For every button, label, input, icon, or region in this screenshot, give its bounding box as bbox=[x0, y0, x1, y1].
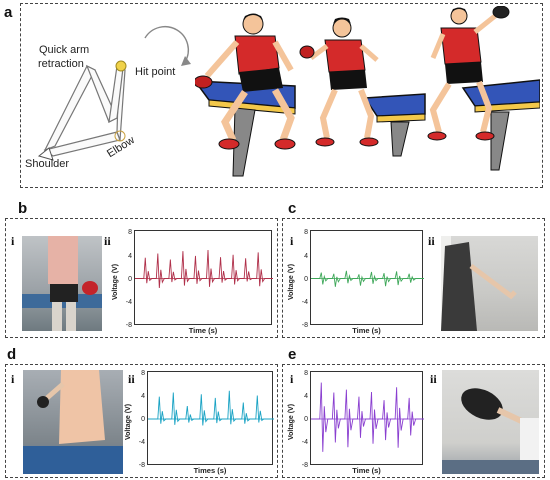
chart-c-ytick-4: -8 bbox=[301, 322, 308, 329]
panel-label-d: d bbox=[7, 346, 17, 363]
chart-d-ytick-1: 4 bbox=[141, 393, 145, 400]
panel-b-box bbox=[5, 218, 278, 338]
arm-diagram: Quick arm retraction Hit point Elbow Sho… bbox=[25, 10, 210, 185]
label-quick-arm: Quick arm bbox=[39, 44, 90, 56]
chart-d-svg bbox=[148, 390, 274, 426]
chart-c-signal-line bbox=[311, 270, 424, 287]
panel-d-sub-i: i bbox=[11, 372, 15, 386]
chart-c-ytick-0: 8 bbox=[304, 229, 308, 236]
chart-e-ytick-3: -4 bbox=[301, 439, 308, 446]
panel-c-sub-i: i bbox=[290, 234, 294, 248]
chart-e-svg bbox=[311, 382, 424, 452]
chart-b-xlabel: Time (s) bbox=[188, 326, 218, 335]
chart-e-ytick-0: 8 bbox=[304, 370, 308, 377]
panel-b-photo bbox=[22, 236, 102, 331]
panel-d-photo bbox=[23, 370, 123, 474]
chart-c bbox=[310, 230, 424, 325]
chart-b-signal-line bbox=[135, 249, 273, 289]
chart-b-ytick-2: 0 bbox=[128, 276, 132, 283]
panel-label-a: a bbox=[4, 4, 13, 21]
panel-label-c: c bbox=[288, 200, 297, 217]
chart-e bbox=[310, 371, 424, 465]
chart-e-ytick-1: 4 bbox=[304, 393, 308, 400]
chart-b-svg bbox=[135, 249, 273, 289]
panel-label-b: b bbox=[18, 200, 28, 217]
chart-e-ytick-4: -8 bbox=[301, 462, 308, 469]
chart-d-xlabel: Times (s) bbox=[193, 466, 227, 475]
chart-e-ytick-2: 0 bbox=[304, 416, 308, 423]
panel-c-photo bbox=[441, 236, 538, 331]
chart-d-ytick-0: 8 bbox=[141, 370, 145, 377]
panel-a-box bbox=[20, 3, 543, 188]
chart-c-ytick-1: 4 bbox=[304, 253, 308, 260]
label-shoulder: Shoulder bbox=[25, 158, 70, 170]
chart-b-ytick-1: 4 bbox=[128, 253, 132, 260]
panel-e-box bbox=[282, 364, 545, 478]
panel-d-sub-ii: ii bbox=[128, 372, 135, 386]
chart-b-ytick-4: -8 bbox=[125, 322, 132, 329]
chart-d bbox=[147, 371, 274, 465]
label-hit-point: Hit point bbox=[135, 66, 176, 78]
panel-e-photo bbox=[442, 370, 539, 474]
player-1 bbox=[195, 13, 296, 177]
chart-d-ytick-3: -4 bbox=[138, 439, 145, 446]
players-svg bbox=[195, 6, 540, 177]
chart-b-ytick-0: 8 bbox=[128, 229, 132, 236]
player-illustrations bbox=[195, 6, 540, 186]
panel-label-e: e bbox=[288, 346, 297, 363]
player-3 bbox=[427, 6, 540, 171]
panel-e-sub-i: i bbox=[290, 372, 294, 386]
panel-e-sub-ii: ii bbox=[430, 372, 437, 386]
panel-d-box bbox=[5, 364, 278, 478]
panel-c-box bbox=[282, 218, 545, 338]
chart-e-signal-line bbox=[311, 382, 424, 452]
chart-c-xlabel: Time (s) bbox=[352, 326, 381, 335]
panel-b-sub-ii: ii bbox=[104, 234, 111, 248]
chart-c-ytick-3: -4 bbox=[301, 299, 308, 306]
chart-c-ytick-2: 0 bbox=[304, 276, 308, 283]
chart-d-signal-line bbox=[148, 390, 274, 426]
panel-c-sub-ii: ii bbox=[428, 234, 435, 248]
chart-c-svg bbox=[311, 270, 424, 287]
chart-d-ytick-2: 0 bbox=[141, 416, 145, 423]
chart-d-ytick-4: -8 bbox=[138, 462, 145, 469]
player-2 bbox=[299, 17, 426, 157]
panel-b-sub-i: i bbox=[11, 234, 15, 248]
label-retraction: retraction bbox=[38, 58, 84, 70]
chart-e-xlabel: Time (s) bbox=[352, 466, 381, 475]
chart-b-ytick-3: -4 bbox=[125, 299, 132, 306]
chart-b bbox=[134, 230, 273, 325]
arm-diagram-svg bbox=[37, 25, 191, 161]
